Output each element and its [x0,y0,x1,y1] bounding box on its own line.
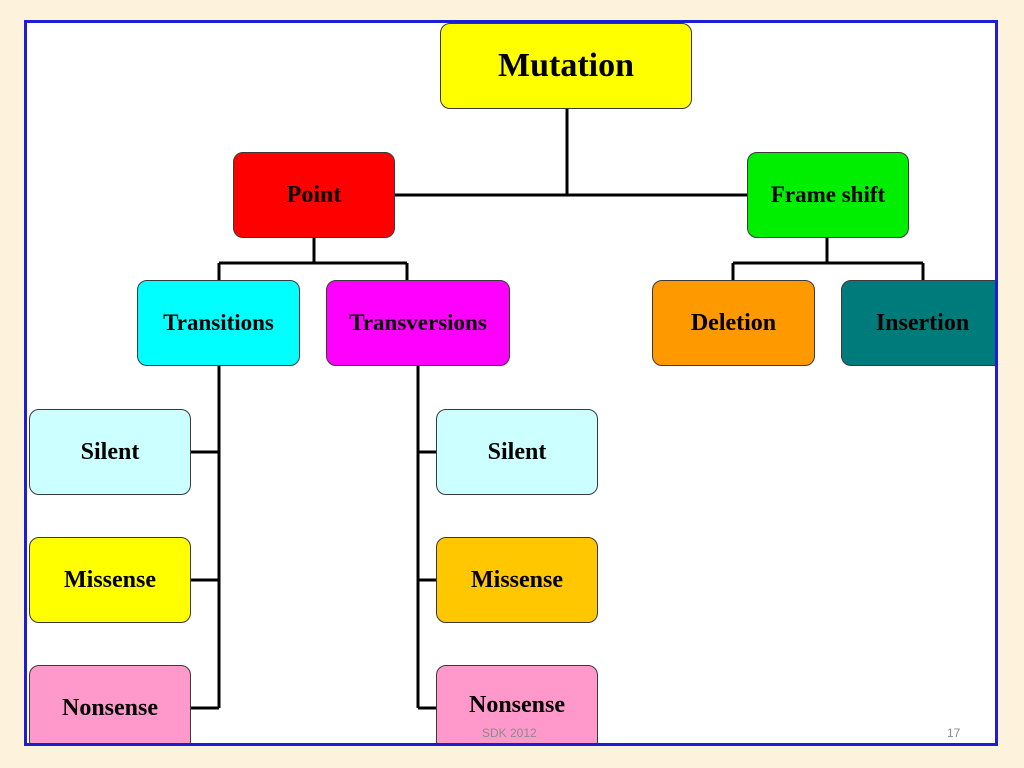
node-label: Silent [80,438,140,465]
node-label: Frame shift [770,182,886,207]
node-label: Transversions [349,310,487,335]
node-transversions-missense: Missense [436,537,598,623]
node-transitions: Transitions [137,280,300,366]
node-transversions-silent: Silent [436,409,598,495]
slide-footer: SDK 2012 [482,726,537,740]
node-label: Silent [487,438,547,465]
node-label: Transitions [163,310,274,335]
node-insertion: Insertion [841,280,995,366]
node-transitions-silent: Silent [29,409,191,495]
node-label: Nonsense [468,692,565,718]
node-label: Insertion [875,309,970,336]
node-mutation: Mutation [440,23,692,109]
connector-lines [191,109,925,710]
node-transversions-nonsense: Nonsense [436,665,598,743]
node-label: Missense [64,566,156,593]
node-transversions: Transversions [326,280,510,366]
node-frameshift: Frame shift [747,152,909,238]
slide-page-number: 17 [947,726,961,740]
node-label: Missense [471,566,563,593]
node-label: Point [286,181,342,208]
node-label: Mutation [498,47,634,84]
node-transitions-nonsense: Nonsense [29,665,191,743]
node-label: Nonsense [61,694,158,721]
node-transitions-missense: Missense [29,537,191,623]
node-point: Point [233,152,395,238]
slide-frame: Mutation Point Frame shift Transitions T… [24,20,998,746]
node-label: Deletion [690,309,777,336]
node-deletion: Deletion [652,280,815,366]
